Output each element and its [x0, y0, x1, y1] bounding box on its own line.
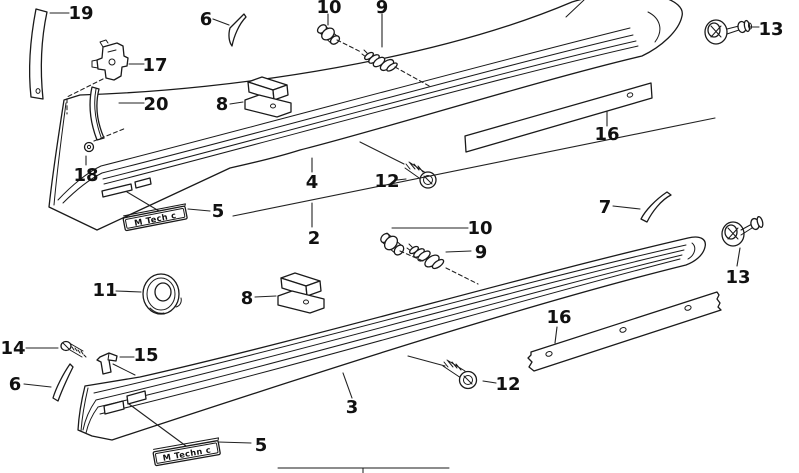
callout-13-bottom: 13	[725, 267, 750, 288]
part-9-expansion-clip-top	[361, 49, 398, 72]
part-13-pin-bolt-bottom	[721, 215, 764, 247]
part-2-side-skirt-top	[48, 0, 683, 231]
part-10-rivet-bottom	[380, 232, 405, 256]
callout-6-bottom: 6	[9, 374, 22, 395]
part-16-mounting-rail-bottom	[527, 291, 722, 372]
callout-16-top: 16	[594, 124, 619, 145]
part-12-screw-top	[404, 161, 437, 189]
part-15-clip	[96, 352, 136, 376]
part-3-side-skirt-bottom	[77, 236, 706, 447]
leader-lines	[23, 12, 760, 444]
part-19-trim-strip	[28, 8, 48, 100]
callout-7: 7	[599, 197, 612, 218]
callout-8-bottom: 8	[241, 288, 254, 309]
callout-15: 15	[133, 345, 158, 366]
part-6-corner-piece-bottom	[52, 363, 74, 402]
callout-20: 20	[143, 94, 168, 115]
part-5-badge-bottom: M Techn c	[152, 437, 221, 467]
callout-4: 4	[306, 172, 319, 193]
part-14-screw	[60, 340, 87, 358]
callout-2: 2	[308, 228, 321, 249]
part-17-clip	[91, 39, 129, 81]
callout-3: 3	[346, 397, 359, 418]
callout-8-top: 8	[216, 94, 229, 115]
part-9-expansion-clip-bottom	[406, 243, 445, 270]
skirt-top-slots	[101, 177, 152, 198]
callout-10-top: 10	[316, 0, 341, 18]
part-13-pin-bolt-top	[704, 19, 753, 45]
part-8-bracket-clip-bottom	[277, 272, 325, 314]
part-11-grommet-ring	[142, 273, 182, 315]
part-18-grommet	[83, 141, 95, 153]
callout-19: 19	[68, 3, 93, 24]
callout-9-bottom: 9	[475, 242, 488, 263]
skirt-bottom-silhouette	[77, 236, 706, 441]
part-16-mounting-rail-top	[464, 82, 653, 153]
part-20-trim-strip	[89, 86, 105, 141]
callout-18: 18	[73, 165, 98, 186]
callout-11: 11	[92, 280, 117, 301]
callout-6-top: 6	[200, 9, 213, 30]
callout-16-bottom: 16	[546, 307, 571, 328]
callout-14: 14	[0, 338, 25, 359]
assembly-dashed-lines	[66, 39, 479, 285]
part-12-screw-bottom	[442, 359, 478, 390]
callout-labels: 19 6 10 9 17 20 8 13 16 18 4 12 5 2 7 10…	[0, 0, 783, 456]
callout-12-bottom: 12	[495, 374, 520, 395]
callout-5-bottom: 5	[255, 435, 268, 456]
callout-12-top: 12	[374, 171, 399, 192]
title-block-edge	[277, 467, 450, 473]
skirt-bottom-slots	[103, 390, 147, 415]
skirt-bottom-groove-lines	[80, 242, 696, 434]
part-7-corner-piece	[640, 191, 672, 223]
callout-17: 17	[142, 55, 167, 76]
callout-13-top: 13	[758, 19, 783, 40]
part-5-badge-top: M Tech c	[122, 203, 188, 232]
callout-5-top: 5	[212, 201, 225, 222]
callout-10-bottom: 10	[467, 218, 492, 239]
skirt-bottom-badge-line	[128, 403, 187, 447]
callout-9-top: 9	[376, 0, 389, 18]
skirt-top-groove-lines	[53, 0, 661, 206]
part-10-rivet-top	[316, 24, 341, 45]
part-6-corner-piece-top	[228, 13, 247, 47]
skirt-top-badge-line	[126, 191, 160, 212]
